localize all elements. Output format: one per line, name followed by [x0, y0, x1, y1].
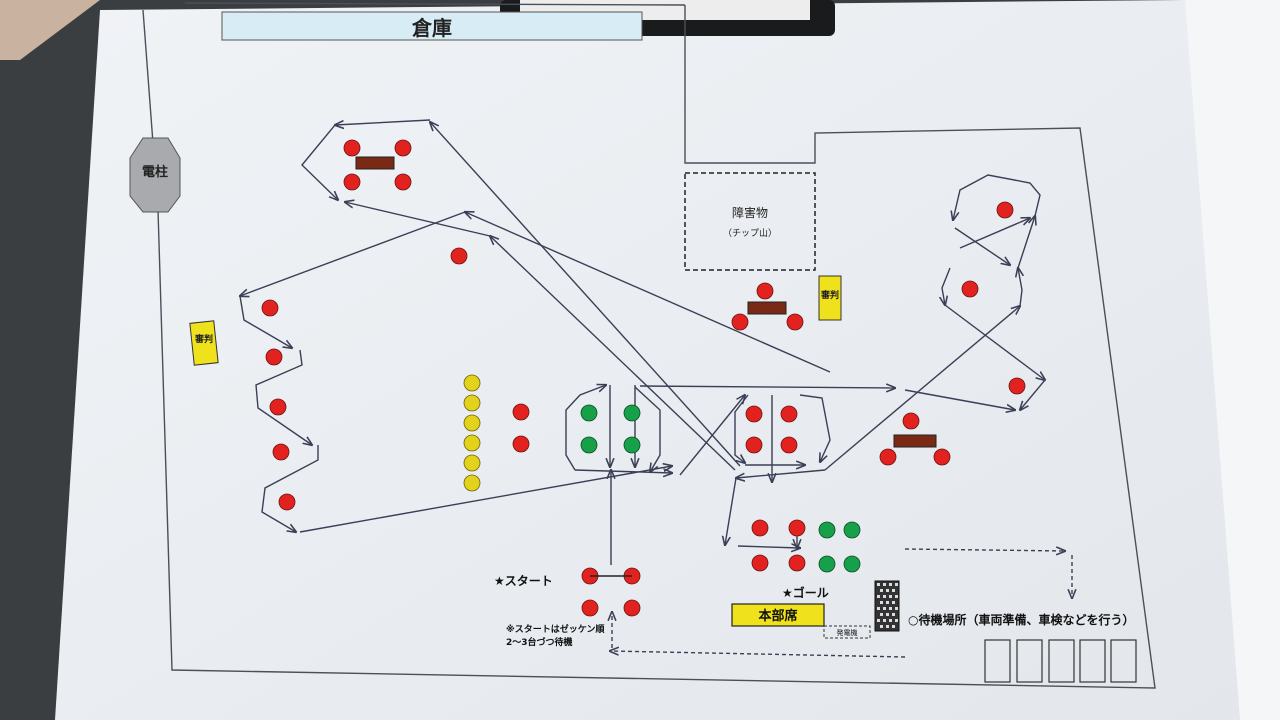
yellow-cone [463, 414, 481, 432]
red-cone [261, 299, 279, 317]
red-cone [996, 201, 1014, 219]
red-cone [751, 519, 769, 537]
red-cone [394, 139, 412, 157]
waiting-bay [1048, 639, 1075, 683]
waiting-bay [984, 639, 1011, 683]
green-cone [818, 521, 836, 539]
red-cones [261, 139, 1026, 617]
referee-sign-right: 審判 [818, 275, 842, 321]
finger [0, 0, 100, 60]
red-cone [343, 139, 361, 157]
obstacle-sublabel: （チップ山） [723, 228, 777, 239]
red-cone [581, 599, 599, 617]
yellow-cone [463, 434, 481, 452]
yellow-cone [463, 454, 481, 472]
green-cone [623, 436, 641, 454]
red-cone [788, 519, 806, 537]
waiting-bay [1110, 639, 1137, 683]
red-cone [512, 435, 530, 453]
red-cone [933, 448, 951, 466]
referee-label-right: 審判 [820, 289, 839, 301]
red-cone [786, 313, 804, 331]
start-note-line1: ※スタートはゼッケン順 [506, 623, 605, 635]
dashed-arrows [610, 549, 1072, 658]
generator-box [823, 625, 871, 639]
yellow-cone [463, 374, 481, 392]
red-cone [879, 448, 897, 466]
red-cone [745, 405, 763, 423]
yellow-cone [463, 394, 481, 412]
title: 倉庫 [411, 16, 452, 40]
green-cone [580, 404, 598, 422]
pole-icon [129, 137, 181, 213]
pole-label: 電柱 [142, 164, 168, 180]
red-cone [278, 493, 296, 511]
start-label: ★スタート [494, 574, 553, 588]
marker-box-center [747, 301, 787, 315]
referee-sign-left: 審判 [189, 320, 219, 366]
hq-label: 本部席 [758, 608, 797, 624]
waiting-bay [1016, 639, 1043, 683]
red-cone [780, 436, 798, 454]
red-cone [269, 398, 287, 416]
red-cone [780, 405, 798, 423]
waiting-bays [984, 639, 1137, 683]
red-cone [450, 247, 468, 265]
red-cone [788, 554, 806, 572]
green-cones [580, 404, 861, 573]
marker-box-right [893, 434, 937, 448]
marker-box-top-left [355, 156, 395, 170]
red-cone [756, 282, 774, 300]
red-cone [731, 313, 749, 331]
start-note-line2: 2～3台づつ待機 [506, 636, 573, 648]
checkered-flag-icon [874, 580, 900, 632]
red-cone [1008, 377, 1026, 395]
goal-label: ★ゴール [782, 585, 829, 600]
yellow-cones [463, 374, 481, 492]
red-cone [623, 599, 641, 617]
green-cone [580, 436, 598, 454]
red-cone [265, 348, 283, 366]
waiting-area-label: ○待機場所（車両準備、車検などを行う） [908, 612, 1134, 627]
yellow-cone [463, 474, 481, 492]
referee-label-left: 審判 [194, 333, 213, 345]
hq-box [731, 603, 825, 627]
red-cone [745, 436, 763, 454]
green-cone [843, 555, 861, 573]
red-cone [961, 280, 979, 298]
site-outline [142, 2, 1156, 689]
green-cone [843, 521, 861, 539]
green-cone [818, 555, 836, 573]
obstacle-box [684, 172, 816, 271]
generator-label: 発電機 [837, 628, 858, 637]
red-cone [343, 173, 361, 191]
red-cone [512, 403, 530, 421]
obstacle-label: 障害物 [732, 205, 768, 220]
green-cone [623, 404, 641, 422]
red-cone [902, 412, 920, 430]
red-cone [394, 173, 412, 191]
red-cone [272, 443, 290, 461]
red-cone [751, 554, 769, 572]
waiting-bay [1079, 639, 1106, 683]
course-arrows [240, 119, 1045, 565]
title-bar [221, 11, 643, 41]
paper-sheet [55, 0, 1240, 720]
